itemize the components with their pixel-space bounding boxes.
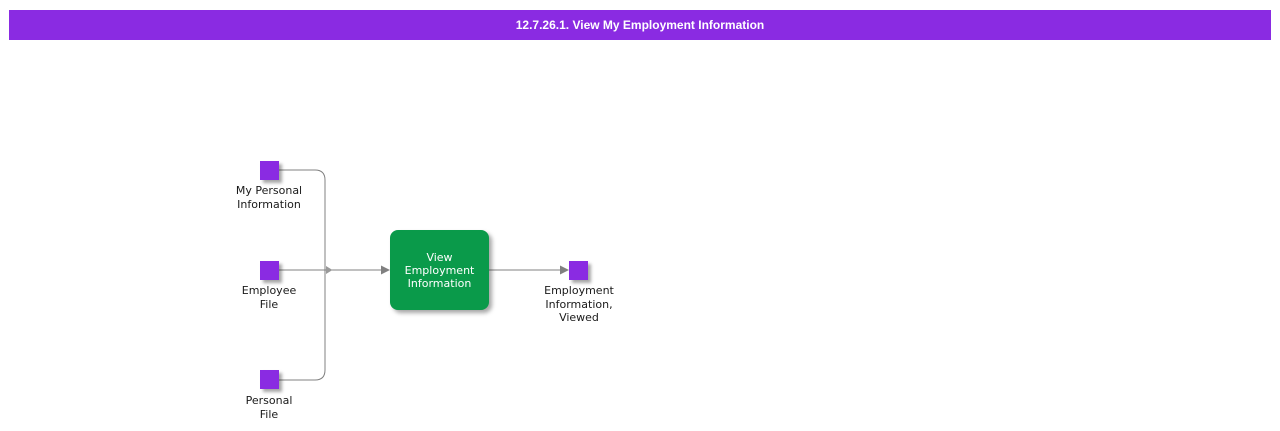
input-node-label-employee-file: Employee File xyxy=(241,284,297,311)
output-node-label-employment-information-viewed: Employment Information, Viewed xyxy=(544,284,614,324)
input-node-label-my-personal-information: My Personal Information xyxy=(235,184,303,211)
input-node-my-personal-information[interactable] xyxy=(260,161,279,180)
connector-bottom-input xyxy=(279,270,326,381)
process-node-view-employment-information[interactable]: View Employment Information xyxy=(390,230,489,310)
output-node-employment-information-viewed[interactable] xyxy=(569,261,588,280)
input-node-label-personal-file: Personal File xyxy=(245,394,293,421)
merge-arrowhead-icon xyxy=(326,266,333,274)
output-arrowhead-icon xyxy=(560,265,569,275)
input-node-employee-file[interactable] xyxy=(260,261,279,280)
process-node-label: View Employment Information xyxy=(404,250,475,290)
input-node-personal-file[interactable] xyxy=(260,370,279,389)
connector-top-input xyxy=(279,169,326,270)
diagram-title-bar: 12.7.26.1. View My Employment Informatio… xyxy=(9,10,1271,40)
input-arrowhead-icon xyxy=(381,265,390,275)
